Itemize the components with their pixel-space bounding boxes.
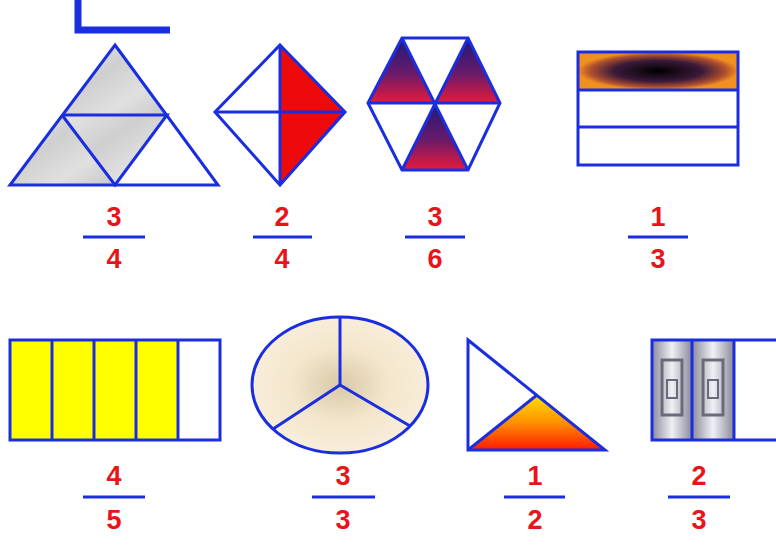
divider-line bbox=[279, 45, 282, 185]
divider-line bbox=[691, 340, 694, 440]
fraction-bar bbox=[253, 236, 312, 239]
diamond-figure bbox=[215, 45, 345, 185]
bar-outline bbox=[578, 52, 738, 165]
column-bar-figure bbox=[10, 340, 220, 440]
shaded-part bbox=[402, 103, 468, 170]
divider-line bbox=[93, 340, 96, 440]
denominator: 3 bbox=[335, 505, 350, 535]
fraction-bar bbox=[628, 236, 688, 239]
fraction-bar bbox=[312, 496, 375, 499]
triangle-figure bbox=[10, 45, 218, 185]
divider-line bbox=[578, 89, 738, 92]
denominator: 3 bbox=[650, 244, 665, 274]
fraction-bar bbox=[83, 236, 145, 239]
circle-outline bbox=[252, 317, 428, 453]
divider-line bbox=[402, 38, 468, 170]
tile-bar-figure bbox=[652, 340, 776, 440]
bar-outline bbox=[652, 340, 776, 440]
fraction-bar bbox=[83, 496, 145, 499]
denominator: 5 bbox=[106, 505, 121, 535]
fraction-bar bbox=[504, 496, 565, 499]
shaded-part bbox=[652, 340, 692, 440]
numerator: 1 bbox=[650, 202, 665, 232]
shaded-part bbox=[434, 38, 500, 103]
denominator: 2 bbox=[527, 505, 542, 535]
numerator: 1 bbox=[527, 461, 542, 491]
shaded-part bbox=[62, 45, 167, 115]
fraction-bar bbox=[668, 496, 730, 499]
numerator: 3 bbox=[335, 461, 350, 491]
divider-line bbox=[62, 115, 167, 185]
divider-line bbox=[402, 38, 468, 170]
numerator: 2 bbox=[691, 461, 706, 491]
tile-decoration bbox=[703, 360, 723, 415]
shaded-part bbox=[368, 38, 434, 103]
fraction-bars bbox=[83, 237, 730, 497]
tile-decoration bbox=[662, 360, 682, 415]
denominator: 4 bbox=[274, 244, 289, 274]
circle-figure bbox=[252, 317, 428, 453]
divider-line bbox=[135, 340, 138, 440]
shaded-part bbox=[10, 340, 178, 440]
bar-outline bbox=[10, 340, 220, 440]
shaded-part bbox=[578, 52, 738, 90]
divider-line bbox=[340, 385, 410, 426]
divider-line bbox=[578, 126, 738, 129]
numerator: 4 bbox=[106, 461, 121, 491]
divider-line bbox=[177, 340, 180, 440]
denominator: 3 bbox=[691, 505, 706, 535]
diamond-outline bbox=[215, 45, 345, 185]
right-triangle-figure bbox=[468, 340, 605, 450]
shaded-part bbox=[468, 395, 605, 450]
hexagon-figure bbox=[368, 38, 500, 170]
denominator: 4 bbox=[106, 244, 121, 274]
row-bar-figure bbox=[578, 52, 738, 165]
divider-line bbox=[273, 385, 340, 429]
triangle-outline bbox=[468, 340, 605, 450]
hexagon-outline bbox=[368, 38, 500, 170]
tile-decoration bbox=[708, 380, 718, 398]
divider-line bbox=[215, 111, 345, 114]
triangle-outline bbox=[10, 45, 218, 185]
divider-line bbox=[733, 340, 736, 440]
fraction-bar bbox=[405, 236, 465, 239]
denominator: 6 bbox=[427, 244, 442, 274]
shaded-part bbox=[692, 340, 734, 440]
shaded-part bbox=[62, 115, 167, 185]
shaded-part bbox=[280, 45, 345, 185]
numerator: 3 bbox=[427, 202, 442, 232]
numerator: 2 bbox=[274, 202, 289, 232]
corner-mark bbox=[78, 0, 170, 30]
numerator: 3 bbox=[106, 202, 121, 232]
tile-decoration bbox=[667, 380, 677, 398]
divider-line bbox=[468, 395, 537, 450]
divider-line bbox=[339, 317, 342, 385]
divider-line bbox=[51, 340, 54, 440]
